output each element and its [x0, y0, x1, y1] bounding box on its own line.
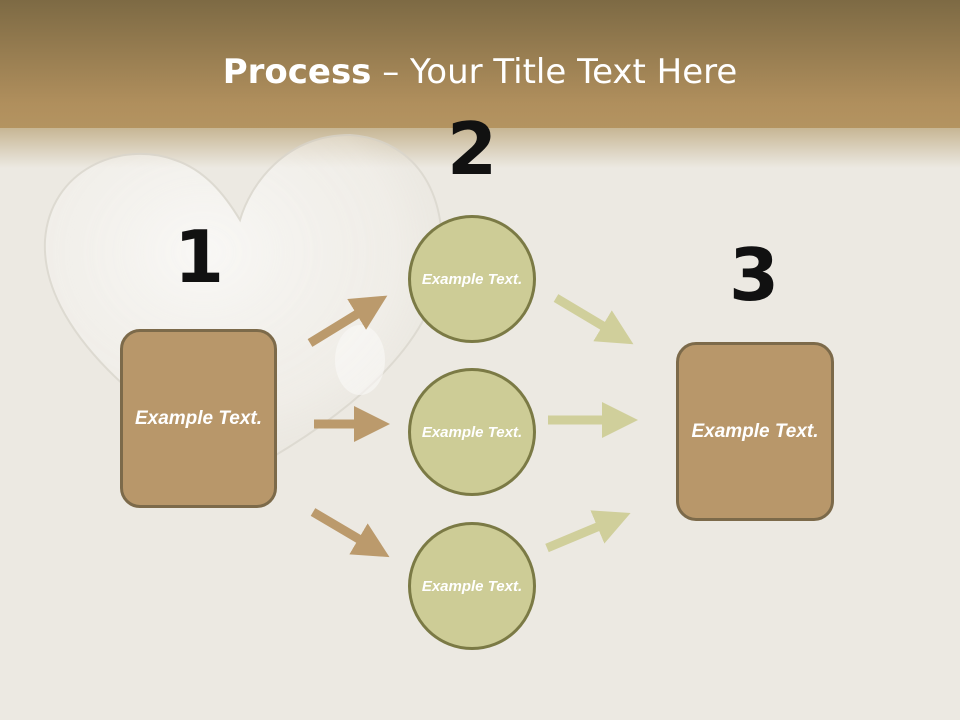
- step-1-box: Example Text.: [120, 329, 277, 508]
- arrow-circle3-to-box3: [545, 510, 631, 553]
- title-rest: – Your Title Text Here: [371, 52, 738, 92]
- middle-node-2: Example Text.: [408, 368, 536, 496]
- middle-node-3-text: Example Text.: [421, 577, 523, 595]
- step-1-text: Example Text.: [134, 408, 263, 429]
- middle-node-2-text: Example Text.: [421, 423, 523, 441]
- middle-node-1-text: Example Text.: [421, 270, 523, 288]
- step-3-text: Example Text.: [691, 421, 819, 442]
- middle-node-3: Example Text.: [408, 522, 536, 650]
- step-3-box: Example Text.: [676, 342, 834, 521]
- step-number-1: 1: [173, 215, 225, 299]
- slide-title: Process – Your Title Text Here: [0, 52, 960, 92]
- title-bold: Process: [222, 52, 372, 92]
- arrow-box1-to-circle1: [307, 295, 388, 347]
- step-number-3: 3: [728, 233, 780, 317]
- arrow-circle1-to-box3: [553, 294, 634, 345]
- arrow-box1-to-circle3: [310, 508, 390, 558]
- middle-node-1: Example Text.: [408, 215, 536, 343]
- step-number-2: 2: [446, 107, 498, 191]
